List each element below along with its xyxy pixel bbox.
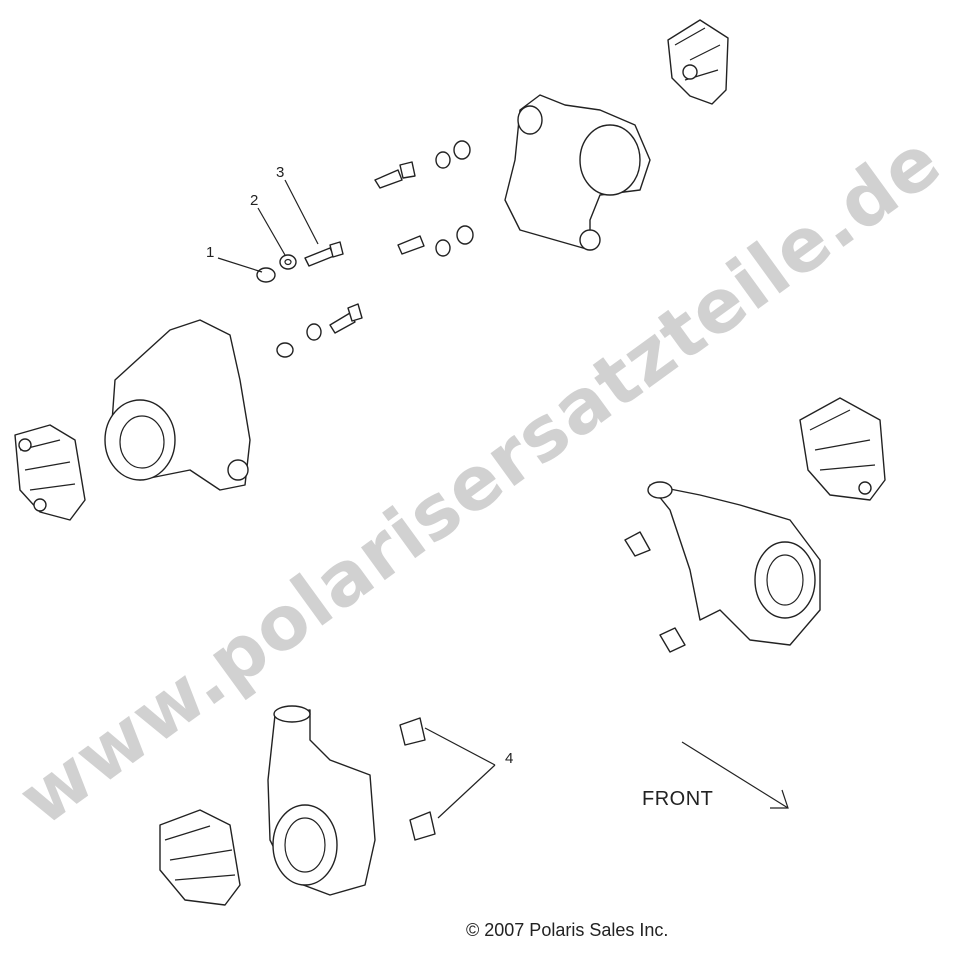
knuckle-bottom [267,705,376,896]
copyright: © 2007 Polaris Sales Inc. [466,920,669,940]
caliper-left [14,424,86,521]
hub-left [104,319,251,491]
caliper-right [799,397,886,501]
callout-2: 2 [250,192,259,209]
callout-1: 1 [206,244,215,261]
hardware-washers-bolts [256,140,474,358]
caliper-top-right [667,19,729,105]
front-label: FRONT [642,788,714,810]
hub-top [504,94,651,251]
callout-3: 3 [276,164,285,181]
callout-4: 4 [505,750,514,767]
caliper-bottom [159,809,241,906]
leader-lines [217,179,496,819]
flange-bolts [399,717,436,841]
knuckle-right [624,481,821,653]
front-arrow-icon [681,741,789,809]
